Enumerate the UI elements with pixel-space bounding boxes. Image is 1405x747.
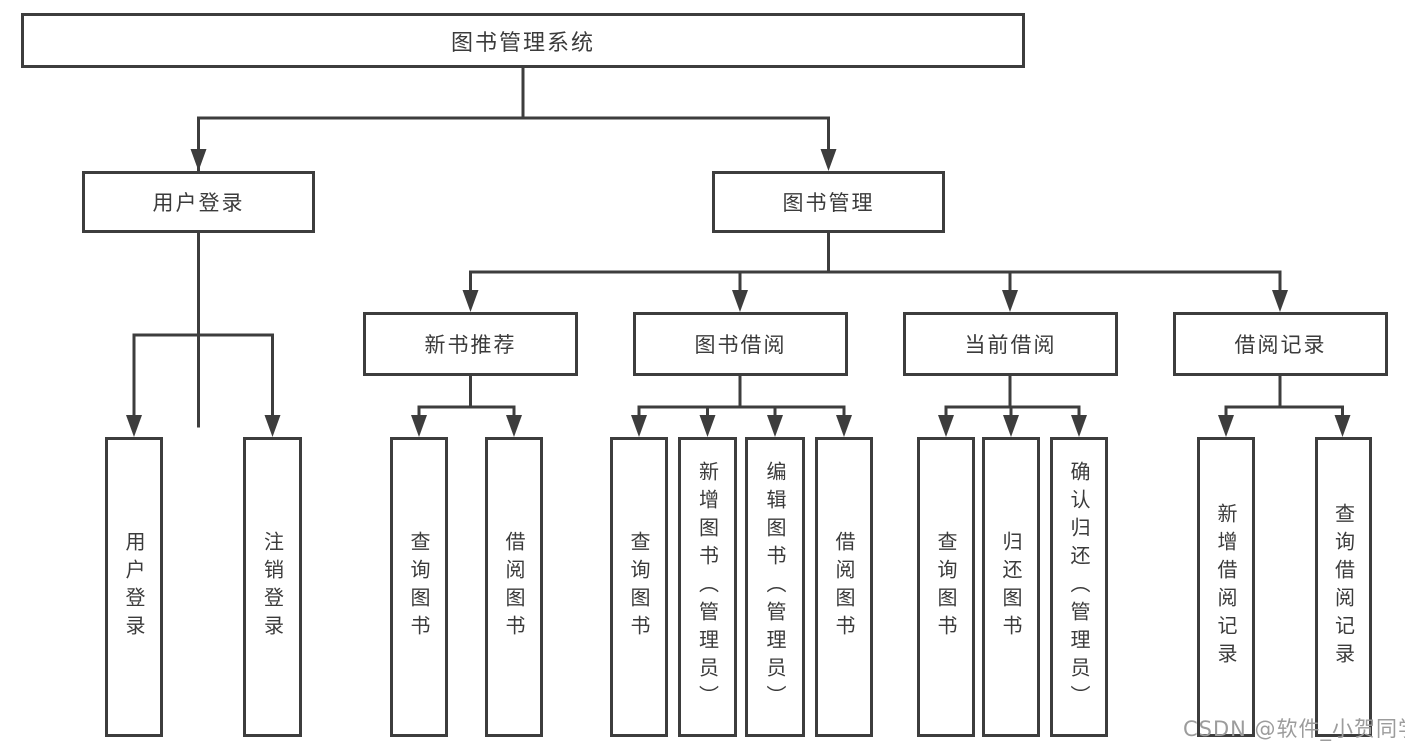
leaf-borrow-borrow-book: 借阅图书: [815, 437, 873, 737]
leaf-label: 借阅图书: [502, 531, 526, 643]
leaf-records-query-record: 查询借阅记录: [1315, 437, 1372, 737]
arrowhead-icon: [938, 415, 954, 437]
leaf-label: 新增图书（管理员）: [695, 461, 720, 713]
connector-line: [637, 374, 846, 428]
leaf-borrow-query-book: 查询图书: [610, 437, 668, 737]
leaf-label: 查询图书: [934, 531, 958, 643]
edge-borrow-records-to-leaves: [1218, 374, 1351, 437]
edge-new-book-recommend-to-leaves: [411, 374, 522, 437]
arrowhead-icon: [1071, 415, 1087, 437]
leaf-recommend-borrow-book: 借阅图书: [485, 437, 543, 737]
leaf-label: 新增借阅记录: [1214, 503, 1238, 671]
edge-book-management-to-level3: [462, 231, 1288, 312]
node-book-borrow: 图书借阅: [633, 312, 848, 376]
arrowhead-icon: [699, 415, 716, 437]
arrowhead-icon: [411, 415, 427, 437]
leaf-label: 编辑图书（管理员）: [763, 461, 787, 713]
connector-line: [197, 66, 830, 428]
node-user-login: 用户登录: [82, 171, 315, 233]
leaf-current-return-book: 归还图书: [982, 437, 1040, 737]
arrowhead-icon: [462, 290, 479, 312]
arrowhead-icon: [732, 290, 748, 312]
leaf-label: 归还图书: [999, 531, 1023, 643]
leaf-recommend-query-book: 查询图书: [390, 437, 448, 737]
arrowhead-icon: [190, 149, 207, 171]
leaf-label: 注销登录: [260, 531, 285, 643]
edge-root-to-level2: [190, 66, 837, 428]
edge-current-borrow-to-leaves: [938, 374, 1087, 437]
arrowhead-icon: [820, 149, 837, 171]
arrowhead-icon: [767, 415, 783, 437]
leaf-current-confirm-return-admin: 确认归还（管理员）: [1050, 437, 1108, 737]
connector-line: [417, 374, 516, 428]
arrowhead-icon: [506, 415, 522, 437]
arrowhead-icon: [1002, 290, 1018, 312]
arrowhead-icon: [836, 415, 852, 437]
leaf-label: 查询借阅记录: [1331, 503, 1356, 671]
leaf-label: 查询图书: [627, 531, 651, 643]
connector-line: [469, 231, 1282, 303]
node-new-book-recommend: 新书推荐: [363, 312, 578, 376]
edge-book-borrow-to-leaves: [631, 374, 852, 437]
node-borrow-records: 借阅记录: [1173, 312, 1388, 376]
node-book-management: 图书管理: [712, 171, 945, 233]
leaf-logout: 注销登录: [243, 437, 302, 737]
arrowhead-icon: [631, 415, 647, 437]
leaf-label: 借阅图书: [832, 531, 856, 643]
csdn-watermark: CSDN @软件_小贺同学: [1183, 717, 1405, 741]
node-library-management-system: 图书管理系统: [21, 13, 1025, 68]
connector-line: [1224, 374, 1344, 428]
leaf-borrow-add-book-admin: 新增图书（管理员）: [678, 437, 737, 737]
arrowhead-icon: [126, 415, 142, 437]
node-current-borrow: 当前借阅: [903, 312, 1118, 376]
arrowhead-icon: [1003, 415, 1019, 437]
leaf-label: 用户登录: [122, 531, 146, 643]
leaf-records-add-record: 新增借阅记录: [1197, 437, 1255, 737]
arrowhead-icon: [1334, 415, 1351, 437]
leaf-user-login: 用户登录: [105, 437, 163, 737]
connector-line: [132, 231, 274, 428]
edge-user-login-to-leaves: [126, 231, 281, 437]
leaf-label: 确认归还（管理员）: [1067, 461, 1091, 713]
arrowhead-icon: [1218, 415, 1234, 437]
leaf-borrow-edit-book-admin: 编辑图书（管理员）: [745, 437, 805, 737]
leaf-label: 查询图书: [407, 531, 431, 643]
arrowhead-icon: [264, 415, 281, 437]
leaf-current-query-book: 查询图书: [917, 437, 975, 737]
arrowhead-icon: [1272, 290, 1288, 312]
